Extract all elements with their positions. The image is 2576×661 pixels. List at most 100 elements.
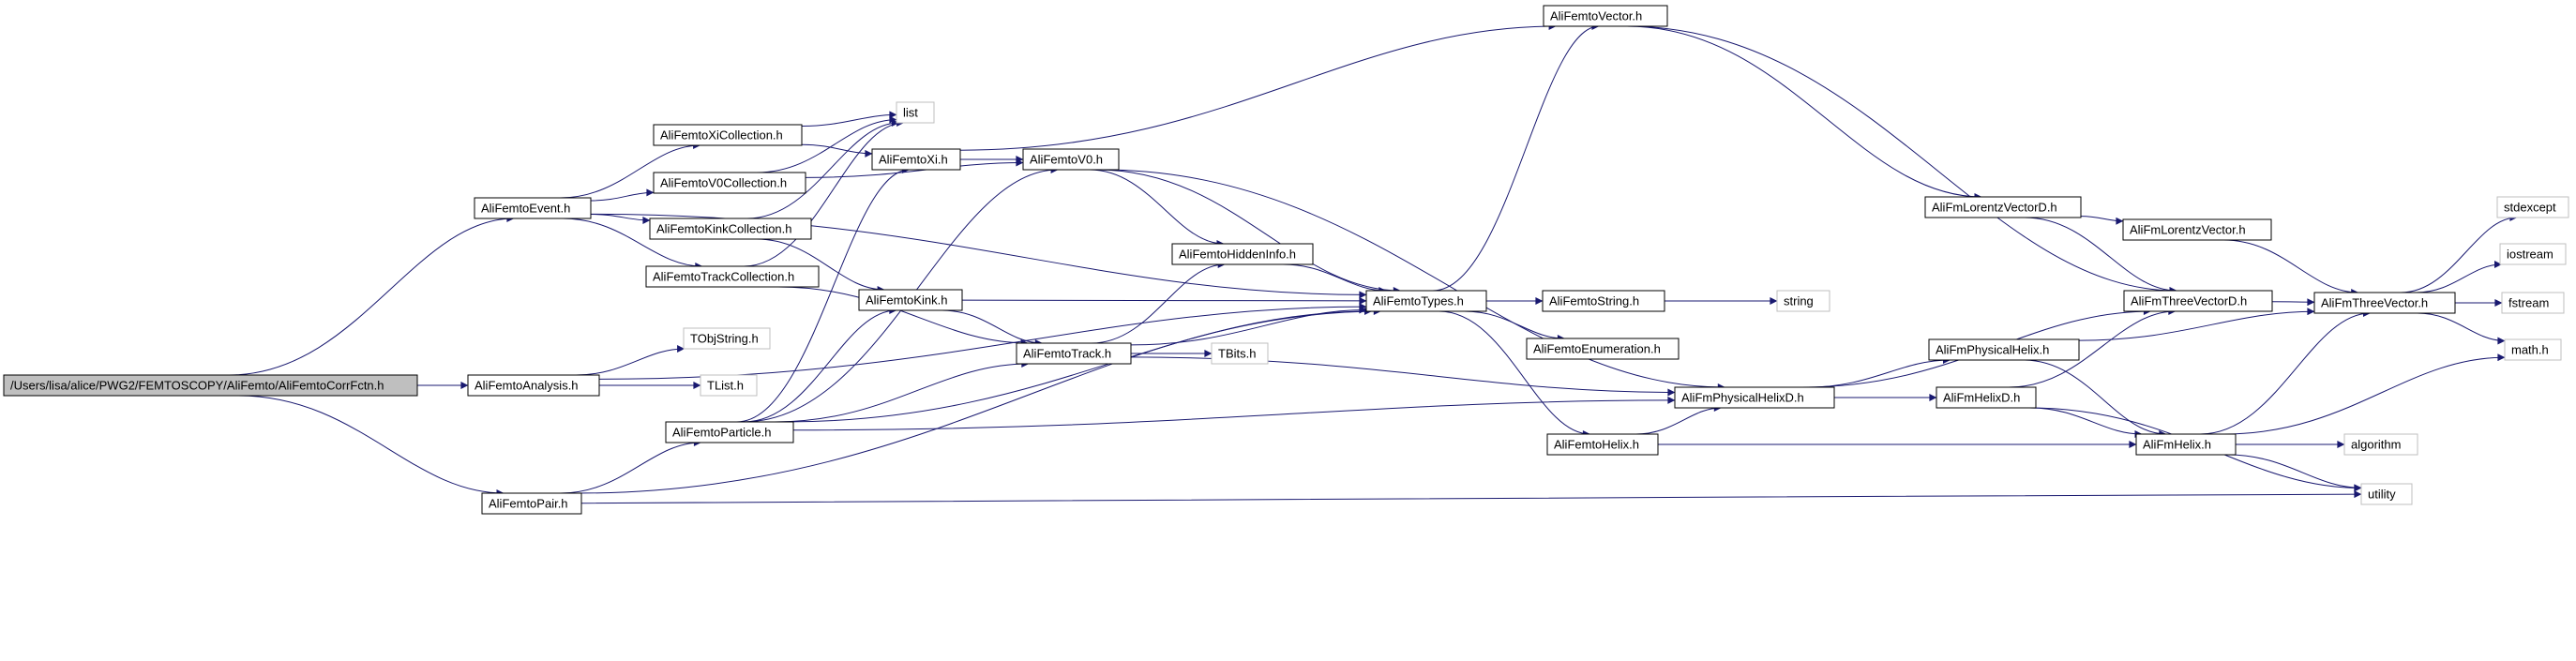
node-vector[interactable]: AliFemtoVector.h [1543,5,1668,27]
node-track[interactable]: AliFemtoTrack.h [1016,342,1132,365]
node-v0[interactable]: AliFemtoV0.h [1022,148,1120,171]
node-label-tlist: TList.h [707,379,744,393]
edge-kink-to-track [942,309,1043,347]
node-string_h[interactable]: AliFemtoString.h [1542,290,1665,312]
edge-kinkcoll-to-list [746,119,899,219]
node-physhelixD[interactable]: AliFmPhysicalHelixD.h [1674,386,1835,409]
node-event[interactable]: AliFemtoEvent.h [474,197,592,219]
node-iostream: iostream [2499,243,2567,265]
node-box-tobjstring [683,327,771,350]
node-box-fstream [2501,292,2565,314]
edge-physhelix-to-three [2078,308,2315,341]
edge-vector-to-lorentzD [1626,25,1982,201]
node-box-root [3,374,418,397]
node-box-threeD [2123,290,2273,312]
node-label-helixD: AliFmHelixD.h [1943,391,2020,405]
node-label-math: math.h [2511,343,2549,357]
node-particle[interactable]: AliFemtoParticle.h [665,421,794,443]
node-box-enum [1526,338,1680,360]
edge-xicoll-to-list [801,111,897,127]
node-xi[interactable]: AliFemtoXi.h [871,148,961,171]
node-v0coll[interactable]: AliFemtoV0Collection.h [653,172,806,194]
node-types[interactable]: AliFemtoTypes.h [1365,290,1487,312]
node-label-kinkcoll: AliFemtoKinkCollection.h [656,222,792,236]
node-label-stdexcept: stdexcept [2504,201,2556,215]
node-box-particle [665,421,794,443]
node-pair[interactable]: AliFemtoPair.h [481,492,582,515]
edge-root-to-pair [238,395,505,497]
node-label-trackcoll: AliFemtoTrackCollection.h [653,270,794,284]
edge-physhelixD-to-physhelix [1808,356,1951,388]
node-lorentz[interactable]: AliFmLorentzVector.h [2122,218,2272,241]
edge-pair-to-particle [560,439,701,494]
edge-particle-to-track [775,360,1030,423]
node-box-kinkcoll [649,218,812,240]
edge-femtohelix-to-physhelixD [1635,404,1722,435]
edge-kink-to-types [961,296,1367,305]
node-analysis[interactable]: AliFemtoAnalysis.h [467,374,600,397]
edge-v0-to-physhelixD [1100,169,1725,391]
edge-pair-to-types [577,308,1381,494]
node-physhelix[interactable]: AliFmPhysicalHelix.h [1928,338,2080,361]
node-box-tlist [700,374,758,397]
node-label-xi: AliFemtoXi.h [879,153,948,167]
node-kink[interactable]: AliFemtoKink.h [858,289,963,311]
node-box-lorentz [2122,218,2272,241]
edge-lorentz-to-three [2223,239,2359,296]
edge-types-to-vector [1432,23,1600,292]
node-xicoll[interactable]: AliFemtoXiCollection.h [653,124,803,146]
node-label-physhelix: AliFmPhysicalHelix.h [1936,343,2049,357]
node-label-string: string [1784,294,1814,308]
node-box-stdexcept [2496,196,2569,218]
node-femtohelix[interactable]: AliFemtoHelix.h [1546,433,1659,456]
edge-layer [229,23,2518,504]
node-box-algorithm [2343,433,2418,456]
node-threeD[interactable]: AliFmThreeVectorD.h [2123,290,2273,312]
node-lorentzD[interactable]: AliFmLorentzVectorD.h [1924,196,2082,218]
node-list: list [896,101,935,124]
edge-kinkcoll-to-kink [756,238,885,293]
node-kinkcoll[interactable]: AliFemtoKinkCollection.h [649,218,812,240]
node-box-lorentzD [1924,196,2082,218]
node-label-lorentz: AliFmLorentzVector.h [2130,223,2246,237]
node-hidden[interactable]: AliFemtoHiddenInfo.h [1171,243,1314,265]
node-label-track: AliFemtoTrack.h [1023,347,1111,361]
node-box-vector [1543,5,1668,27]
node-label-hidden: AliFemtoHiddenInfo.h [1179,248,1296,262]
edge-event-to-trackcoll [563,218,703,270]
edge-hidden-to-types [1283,263,1387,294]
edge-types-to-femtohelix [1439,310,1590,438]
node-box-v0 [1022,148,1120,171]
edge-lorentzD-to-lorentz [2080,216,2124,225]
node-math: math.h [2504,338,2562,361]
node-box-physhelix [1928,338,2080,361]
node-box-xi [871,148,961,171]
edge-event-to-v0coll [590,188,655,202]
node-box-xicoll [653,124,803,146]
node-label-v0coll: AliFemtoV0Collection.h [660,176,787,190]
edge-trackcoll-to-list [744,119,905,267]
node-box-femtohelix [1546,433,1659,456]
node-box-helix [2135,433,2237,456]
edge-event-to-xicoll [560,142,701,199]
node-three[interactable]: AliFmThreeVector.h [2313,292,2456,314]
node-label-fstream: fstream [2508,296,2549,310]
node-box-track [1016,342,1132,365]
edge-v0-to-hidden [1089,169,1225,248]
node-box-event [474,197,592,219]
node-label-tobjstring: TObjString.h [690,332,759,346]
node-helixD[interactable]: AliFmHelixD.h [1936,386,2037,409]
node-root[interactable]: /Users/lisa/alice/PWG2/FEMTOSCOPY/AliFem… [3,374,418,397]
edge-track-to-types [1130,306,1367,346]
node-box-tbits [1211,342,1269,365]
node-label-xicoll: AliFemtoXiCollection.h [660,128,783,143]
node-label-analysis: AliFemtoAnalysis.h [475,379,579,393]
node-box-hidden [1171,243,1314,265]
node-box-v0coll [653,172,806,194]
node-tbits: TBits.h [1211,342,1269,365]
node-label-particle: AliFemtoParticle.h [672,426,771,440]
node-helix[interactable]: AliFmHelix.h [2135,433,2237,456]
node-trackcoll[interactable]: AliFemtoTrackCollection.h [645,265,820,288]
node-tlist: TList.h [700,374,758,397]
node-enum[interactable]: AliFemtoEnumeration.h [1526,338,1680,360]
